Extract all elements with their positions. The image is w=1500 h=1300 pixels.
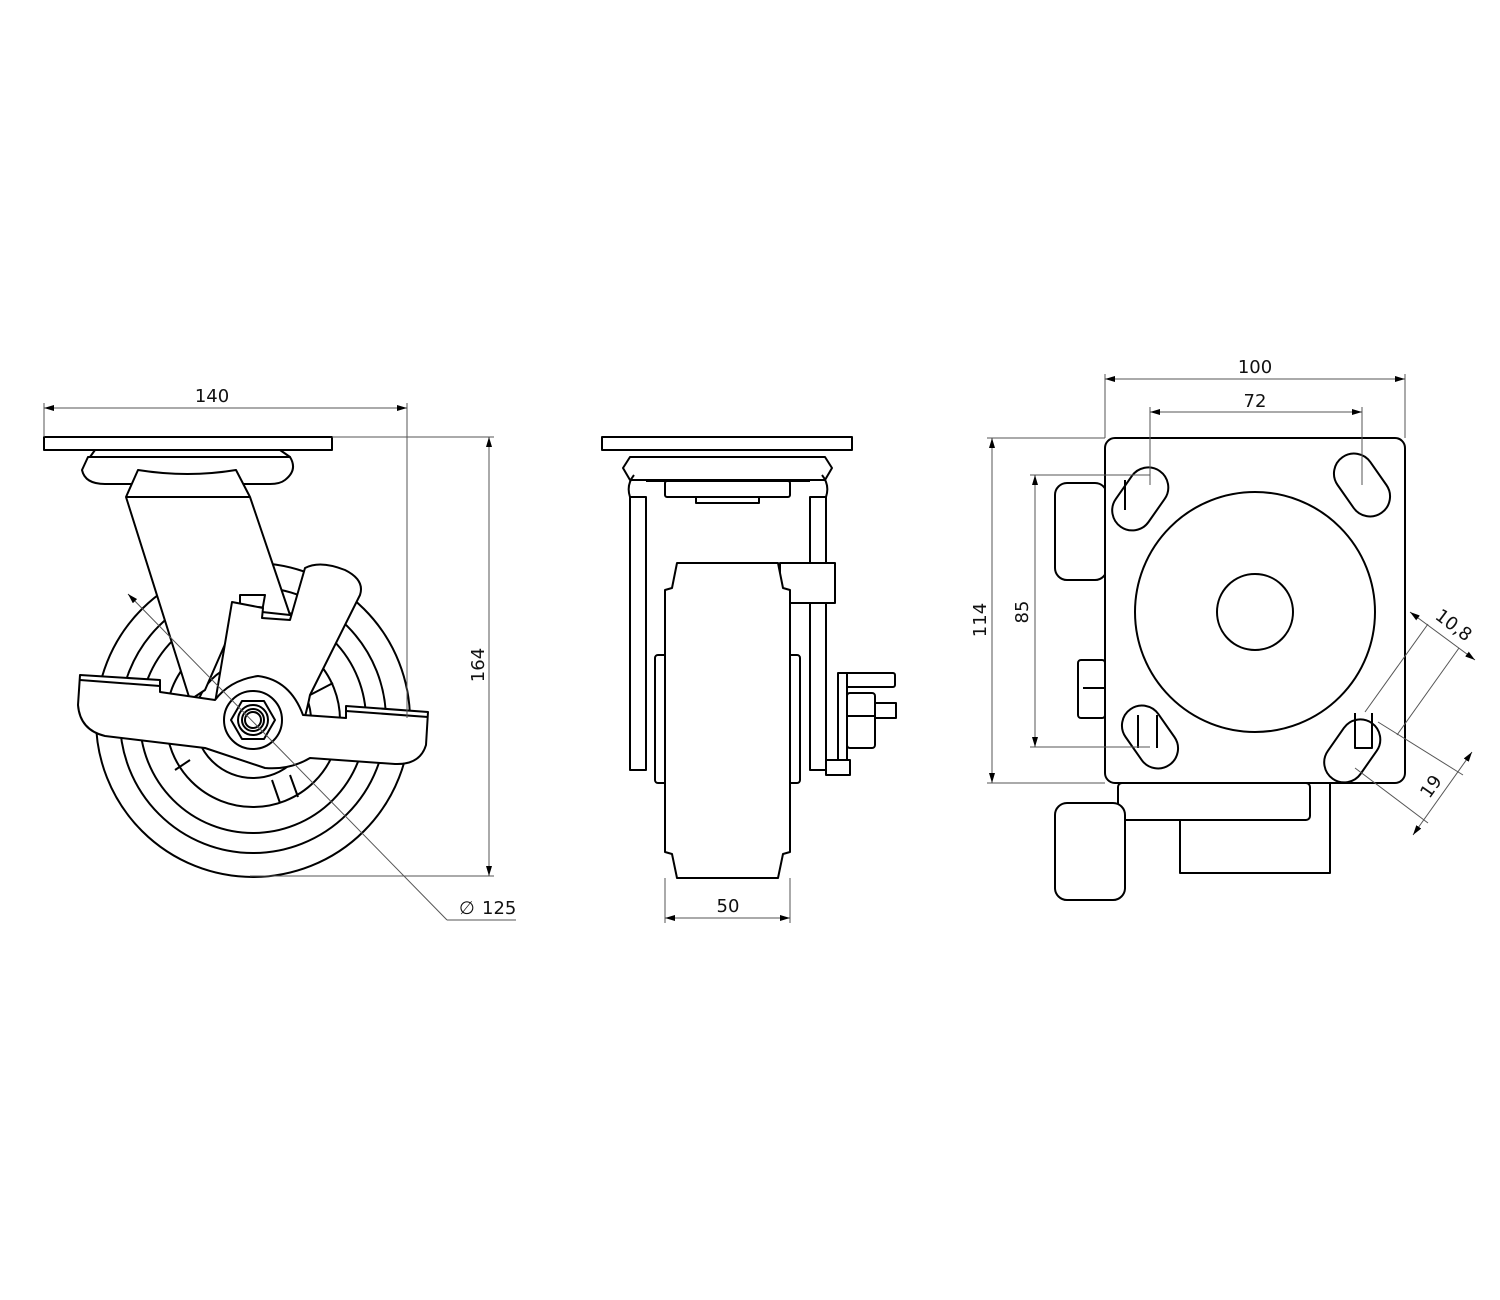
dimension-label: 100 — [1238, 357, 1272, 378]
dimension-diameter-125: ∅ 125 — [127, 593, 516, 921]
fork-leg-left — [629, 496, 647, 771]
front-view: 50 — [601, 436, 897, 923]
dimension-label: 114 — [970, 603, 991, 637]
side-view: 140 164 ∅ 125 — [43, 386, 516, 921]
dimension-label: 72 — [1244, 391, 1267, 412]
brake-pedal-lower — [1054, 802, 1126, 901]
brake-pedal — [1054, 482, 1108, 581]
dimension-85: 85 — [1012, 474, 1150, 748]
dimension-50: 50 — [664, 878, 791, 923]
brake-bracket — [825, 672, 897, 776]
top-view: 100 72 114 85 10,8 — [970, 357, 1476, 901]
dimension-140: 140 — [43, 386, 408, 718]
mounting-plate — [601, 436, 853, 451]
mounting-slots — [1111, 452, 1392, 784]
mounting-plate — [1104, 437, 1406, 784]
dimension-164: 164 — [250, 436, 494, 877]
slot — [1332, 452, 1392, 518]
fork-leg-right — [809, 496, 827, 771]
fork — [125, 469, 291, 701]
bearing — [664, 480, 791, 498]
dimension-label: 125 — [482, 898, 516, 919]
dimension-label: 140 — [195, 386, 229, 407]
swivel-head — [622, 456, 833, 481]
dimension-label: 85 — [1012, 601, 1033, 624]
axle-nut — [223, 690, 283, 750]
dimension-72: 72 — [1149, 391, 1363, 485]
dimension-label: 50 — [717, 896, 740, 917]
mounting-plate — [43, 436, 333, 451]
dimension-114: 114 — [970, 437, 1105, 784]
wheel-tread — [664, 562, 791, 879]
dimension-label: 164 — [468, 648, 489, 682]
kingpin — [1216, 573, 1294, 651]
dimension-100: 100 — [1104, 357, 1406, 438]
slot — [1120, 704, 1180, 770]
diameter-symbol: ∅ — [459, 898, 475, 919]
dimension-label: 10,8 — [1431, 605, 1476, 646]
dimension-label: 19 — [1416, 771, 1446, 802]
bearing-lower — [695, 496, 760, 504]
swivel-race — [1134, 491, 1376, 733]
brake-arm — [1117, 782, 1311, 821]
slot — [1111, 466, 1170, 532]
swivel-race — [89, 449, 291, 458]
